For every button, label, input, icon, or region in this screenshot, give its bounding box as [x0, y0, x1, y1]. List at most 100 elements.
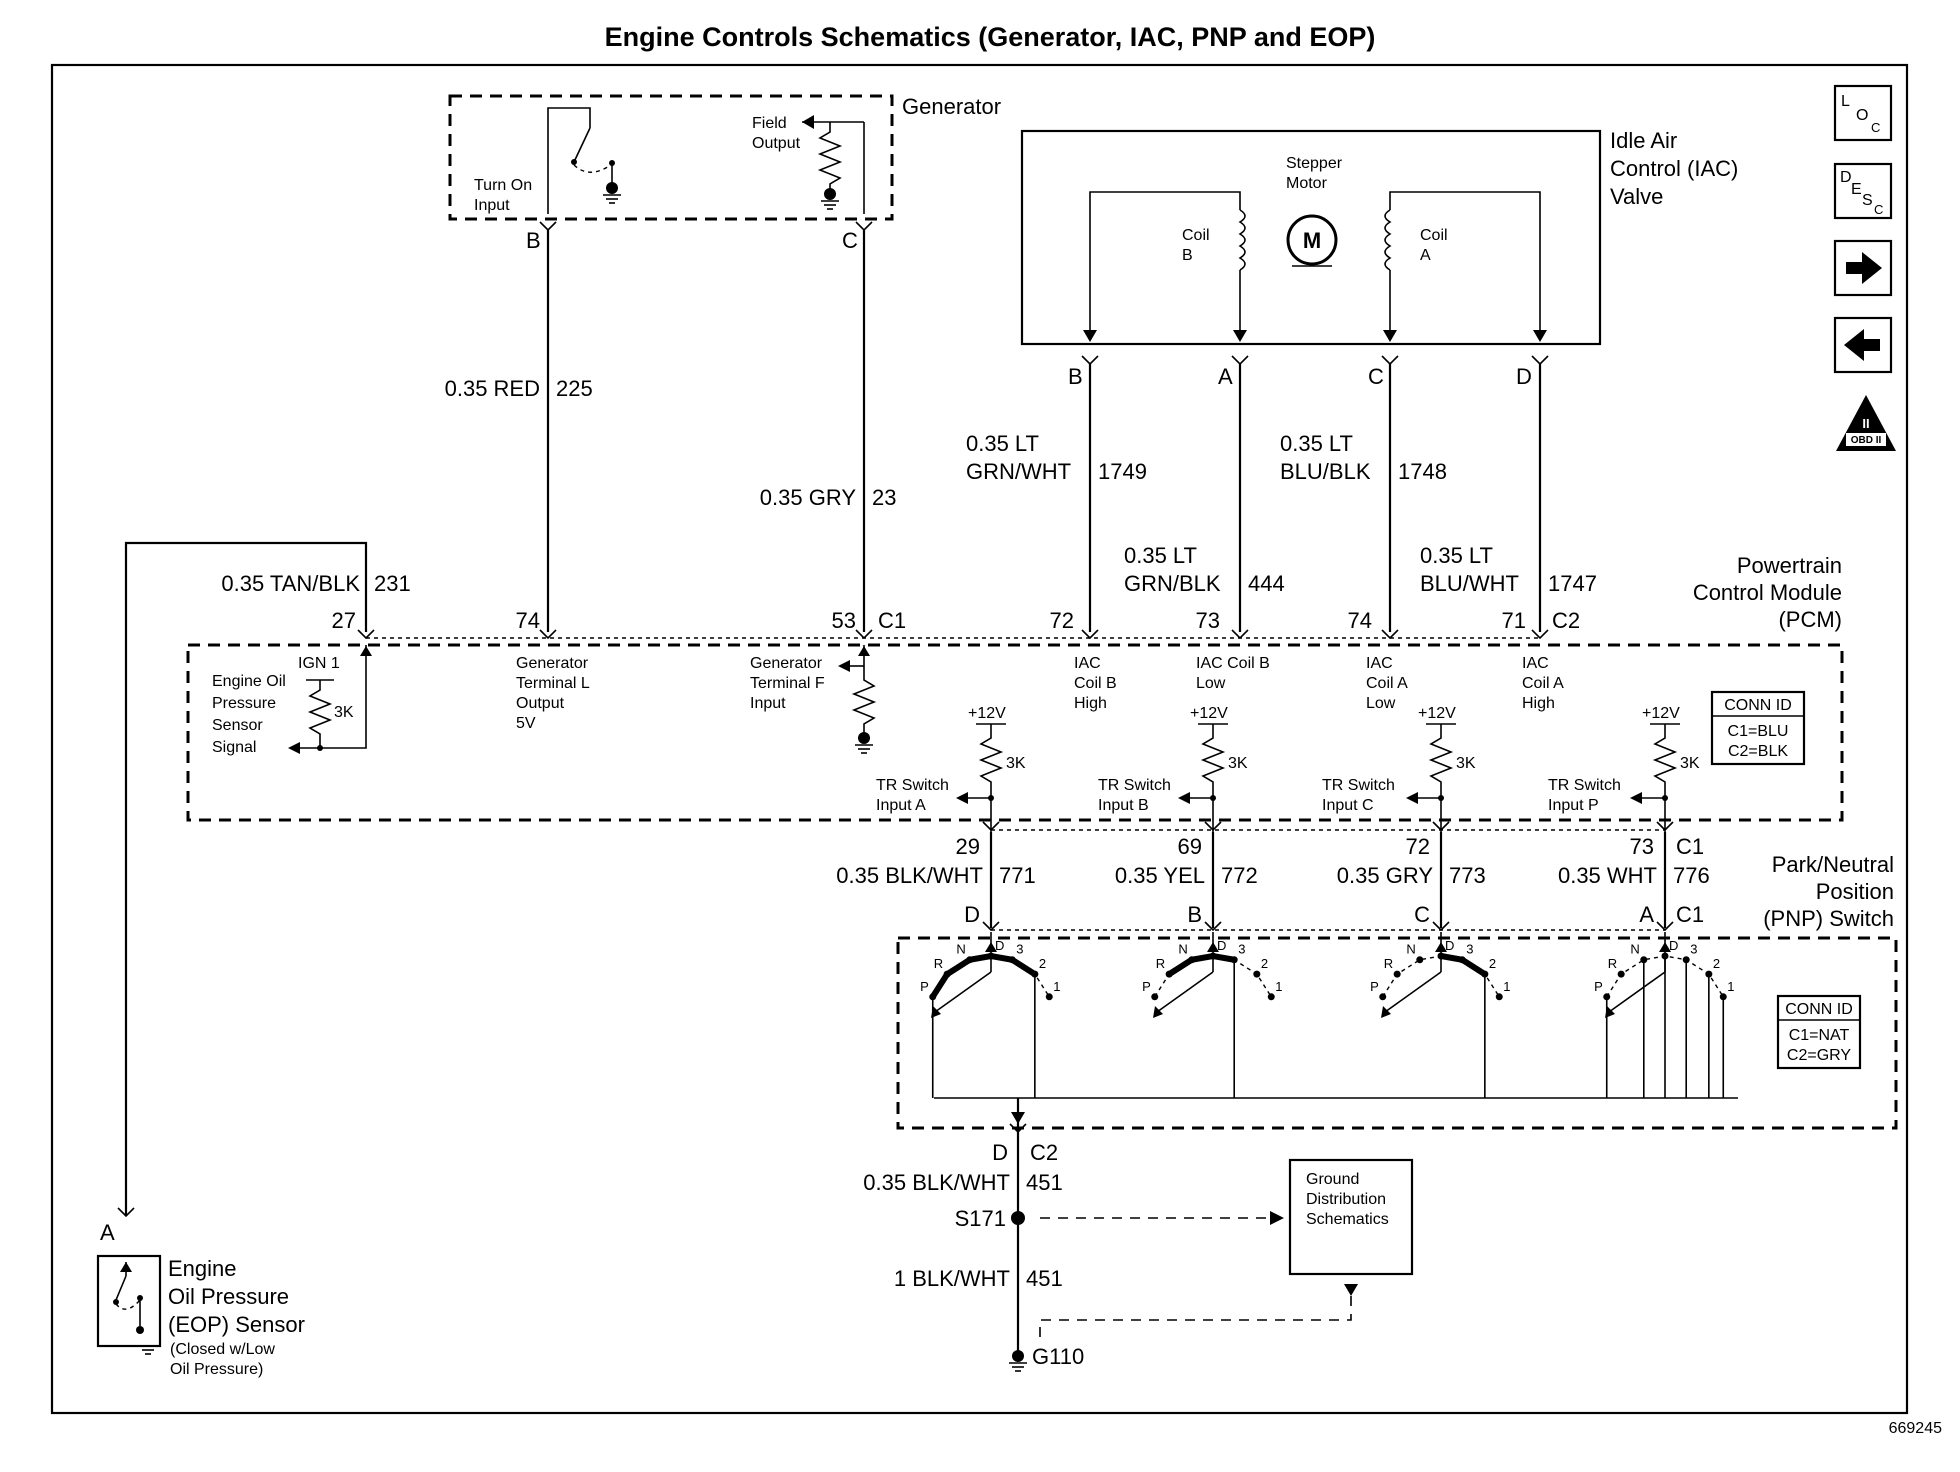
svg-text:Ground: Ground	[1306, 1171, 1359, 1188]
obd-ii-icon[interactable]: II OBD II	[1836, 395, 1896, 451]
svg-text:772: 772	[1221, 863, 1258, 888]
svg-text:Control Module: Control Module	[1693, 580, 1842, 605]
pnp-position-label: 1	[1275, 979, 1282, 994]
svg-text:TR Switch: TR Switch	[1098, 777, 1171, 794]
svg-text:C2: C2	[1552, 608, 1580, 633]
tr-switch-b: +12V 3K TR Switch Input B	[1098, 705, 1248, 832]
pnp-position-label: 3	[1466, 942, 1473, 957]
svg-text:O: O	[1856, 107, 1868, 124]
svg-text:Distribution: Distribution	[1306, 1191, 1386, 1208]
svg-text:Coil: Coil	[1182, 227, 1210, 244]
svg-text:IAC Coil B: IAC Coil B	[1196, 655, 1270, 672]
loc-icon[interactable]: L O C	[1833, 84, 1893, 142]
svg-text:D: D	[1516, 364, 1532, 389]
svg-text:A: A	[100, 1220, 115, 1245]
svg-text:C: C	[1874, 202, 1883, 217]
svg-text:S: S	[1862, 192, 1873, 209]
svg-text:Input B: Input B	[1098, 797, 1149, 814]
pnp-position-label: N	[1406, 942, 1415, 957]
pnp-position-label: P	[920, 979, 929, 994]
svg-text:Input: Input	[750, 695, 786, 712]
pnp-position-label: 2	[1713, 956, 1720, 971]
svg-text:BLU/BLK: BLU/BLK	[1280, 459, 1371, 484]
svg-text:Turn On: Turn On	[474, 177, 532, 194]
svg-text:231: 231	[374, 571, 411, 596]
ground-g110: G110	[1032, 1344, 1084, 1369]
svg-text:72: 72	[1406, 834, 1430, 859]
svg-text:C1=BLU: C1=BLU	[1728, 723, 1789, 740]
svg-text:74: 74	[1348, 608, 1372, 633]
svg-text:5V: 5V	[516, 715, 536, 732]
svg-text:71: 71	[1502, 608, 1526, 633]
svg-text:(PNP) Switch: (PNP) Switch	[1763, 906, 1894, 931]
svg-text:(Closed w/Low: (Closed w/Low	[170, 1341, 275, 1358]
svg-text:(EOP) Sensor: (EOP) Sensor	[168, 1312, 305, 1337]
figure-id: 669245	[1889, 1420, 1942, 1437]
svg-text:C1: C1	[1676, 834, 1704, 859]
svg-text:Engine: Engine	[168, 1256, 237, 1281]
wire-231	[124, 541, 368, 1216]
pnp-position-label: D	[995, 938, 1004, 953]
splice-s171	[1011, 1211, 1025, 1225]
svg-text:Low: Low	[1196, 675, 1226, 692]
svg-text:D: D	[1840, 169, 1852, 186]
svg-text:+12V: +12V	[1190, 705, 1228, 722]
svg-text:A: A	[1639, 902, 1654, 927]
svg-text:72: 72	[1050, 608, 1074, 633]
pnp-position-label: R	[1156, 956, 1165, 971]
svg-text:444: 444	[1248, 571, 1285, 596]
svg-text:Control (IAC): Control (IAC)	[1610, 156, 1738, 181]
svg-text:0.35 GRY: 0.35 GRY	[1337, 863, 1434, 888]
svg-text:776: 776	[1673, 863, 1710, 888]
svg-text:C: C	[1368, 364, 1384, 389]
pnp-position-label: 1	[1727, 979, 1734, 994]
svg-text:0.35 GRY: 0.35 GRY	[760, 485, 857, 510]
svg-text:Coil A: Coil A	[1522, 675, 1564, 692]
generator-title: Generator	[902, 94, 1001, 119]
svg-text:Low: Low	[1366, 695, 1396, 712]
svg-text:C2: C2	[1030, 1140, 1058, 1165]
stepper-motor-icon	[1286, 214, 1338, 266]
svg-text:S171: S171	[955, 1206, 1006, 1231]
pnp-position-label: R	[1608, 956, 1617, 971]
ground-distribution-link[interactable]: Ground Distribution Schematics	[1288, 1158, 1414, 1276]
svg-text:Pressure: Pressure	[212, 695, 276, 712]
generator-component: Generator Turn On Input Field Output B C	[448, 94, 1001, 253]
svg-text:GRN/BLK: GRN/BLK	[1124, 571, 1221, 596]
svg-text:Motor: Motor	[1286, 175, 1328, 192]
svg-text:Sensor: Sensor	[212, 717, 263, 734]
svg-text:A: A	[1420, 247, 1431, 264]
svg-text:+12V: +12V	[968, 705, 1006, 722]
svg-text:3K: 3K	[1456, 755, 1476, 772]
pnp-position-label: D	[1669, 938, 1678, 953]
tr-switch-a: +12V 3K TR Switch Input A	[876, 705, 1026, 832]
pnp-position-label: 2	[1261, 956, 1268, 971]
iac-valve-component: Idle Air Control (IAC) Valve Stepper Mot…	[1020, 128, 1738, 346]
svg-text:Input C: Input C	[1322, 797, 1374, 814]
pnp-position-label: 2	[1039, 956, 1046, 971]
pnp-conn-id: CONN ID C1=NAT C2=GRY	[1776, 994, 1862, 1070]
arrow-left-icon[interactable]	[1833, 316, 1893, 374]
svg-text:Powertrain: Powertrain	[1737, 553, 1842, 578]
pcm-component: IGN 1 3K Engine Oil Pressure Sensor Sign…	[186, 643, 1844, 832]
arrow-right-icon[interactable]	[1833, 239, 1893, 297]
pnp-position-label: 3	[1016, 942, 1023, 957]
svg-text:C: C	[1414, 902, 1430, 927]
svg-text:69: 69	[1178, 834, 1202, 859]
svg-text:0.35 RED: 0.35 RED	[445, 376, 540, 401]
svg-text:0.35 TAN/BLK: 0.35 TAN/BLK	[221, 571, 360, 596]
page-title: Engine Controls Schematics (Generator, I…	[605, 22, 1376, 52]
svg-text:Oil Pressure): Oil Pressure)	[170, 1361, 263, 1378]
svg-text:Idle Air: Idle Air	[1610, 128, 1677, 153]
desc-icon[interactable]: D E S C	[1833, 162, 1893, 220]
pnp-position-label: 1	[1503, 979, 1510, 994]
tr-switch-c: +12V 3K TR Switch Input C	[1322, 705, 1476, 832]
svg-text:0.35 WHT: 0.35 WHT	[1558, 863, 1657, 888]
svg-text:0.35 BLK/WHT: 0.35 BLK/WHT	[836, 863, 983, 888]
pnp-position-label: N	[1178, 942, 1187, 957]
svg-text:1 BLK/WHT: 1 BLK/WHT	[894, 1266, 1010, 1291]
pnp-position-label: P	[1594, 979, 1603, 994]
